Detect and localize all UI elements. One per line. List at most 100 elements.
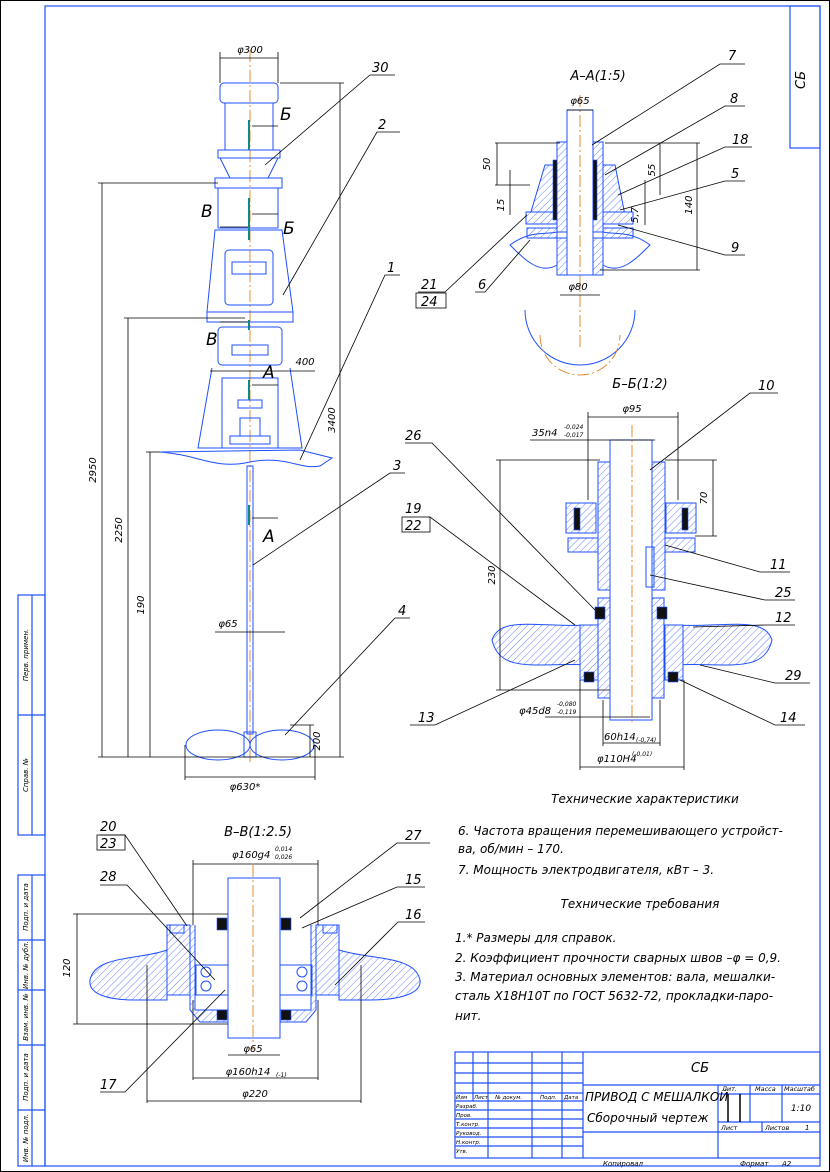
note-line: 2. Коэффициент прочности сварных швов –φ… <box>455 951 781 965</box>
callout-2: 2 <box>378 118 386 133</box>
callout-8: 8 <box>730 92 738 107</box>
callout-20: 20 <box>100 820 117 835</box>
strip-label: Инв. № дубл. <box>22 941 30 989</box>
tb-format-label: Формат <box>740 1160 769 1168</box>
strip-label: Справ. № <box>22 758 30 792</box>
callout-17: 17 <box>100 1078 117 1093</box>
strip-label: Подп. и дата <box>22 883 30 931</box>
dim-d300: φ300 <box>237 45 263 56</box>
note-line: нит. <box>455 1009 481 1023</box>
dim-45d8: φ45d8 <box>519 706 551 717</box>
dim-2250: 2250 <box>114 517 125 542</box>
callout-12: 12 <box>775 611 792 626</box>
section-title: В–В(1:2.5) <box>224 825 292 840</box>
callout-3: 3 <box>393 459 401 474</box>
callout-25: 25 <box>775 586 792 601</box>
callout-28: 28 <box>100 870 117 885</box>
dim-5-7: 5,7 <box>630 206 641 223</box>
note-line: 3. Материал основных элементов: вала, ме… <box>455 970 775 984</box>
dim-110H4: φ110H4 <box>597 754 637 765</box>
document-subtitle: Сборочный чертеж <box>587 1111 709 1125</box>
corner-code: СБ <box>794 71 809 89</box>
section-mark-a: А <box>262 527 275 547</box>
callout-27: 27 <box>405 829 422 844</box>
note-line: сталь Х18Н10Т по ГОСТ 5632-72, прокладки… <box>455 989 773 1003</box>
tb-header: Подп. <box>540 1095 557 1101</box>
strip-label: Подп. и дата <box>22 1053 30 1101</box>
callout-15: 15 <box>405 873 422 888</box>
note-line: 7. Мощность электродвигателя, кВт – 3. <box>458 863 714 877</box>
document-title: ПРИВОД С МЕШАЛКОЙ <box>585 1089 728 1104</box>
section-mark-a: А <box>262 363 275 383</box>
callout-23: 23 <box>100 837 117 852</box>
dim-2950: 2950 <box>88 457 99 482</box>
callout-5: 5 <box>731 167 739 182</box>
tb-copied: Копировал <box>603 1160 644 1168</box>
callout-11: 11 <box>770 558 787 573</box>
dim-45d8-tol: -0,080 <box>557 701 577 708</box>
callout-7: 7 <box>728 49 737 64</box>
callout-10: 10 <box>758 379 775 394</box>
tb-header: Лист <box>473 1095 489 1101</box>
tb-format: A2 <box>781 1160 792 1168</box>
dim-160h14-tol: (-1) <box>276 1072 287 1079</box>
technical-notes: Технические характеристики 6. Частота вр… <box>455 792 783 1023</box>
callout-14: 14 <box>780 711 797 726</box>
dim-400: 400 <box>295 357 314 368</box>
dim-160g4-tol: 0,026 <box>275 854 292 861</box>
section-mark-v: В <box>206 330 218 350</box>
note-line: 1.* Размеры для справок. <box>455 931 616 945</box>
callout-24: 24 <box>421 295 438 310</box>
strip-label: Взам. инв. № <box>22 993 30 1041</box>
dim-55: 55 <box>647 164 658 177</box>
tb-mass-label: Масса <box>755 1085 776 1093</box>
callout-26: 26 <box>405 429 422 444</box>
callout-1: 1 <box>387 261 395 276</box>
note-line: 6. Частота вращения перемешивающего устр… <box>458 824 783 838</box>
tb-role: Пров. <box>456 1113 472 1119</box>
requirements-title: Технические требования <box>561 897 720 911</box>
tb-header: № докум. <box>494 1095 522 1101</box>
callout-9: 9 <box>731 241 739 256</box>
tb-role: Т.контр. <box>456 1122 480 1128</box>
section-a-a: А–А(1:5) φ65 φ80 50 15 55 5,7 140 <box>415 49 752 376</box>
tb-sheet-label: Лист <box>720 1124 738 1132</box>
dim-190: 190 <box>136 595 147 614</box>
dim-35n4-tol: -0,024 <box>564 424 584 431</box>
tb-role: Н.контр. <box>456 1140 481 1146</box>
callout-6: 6 <box>478 278 486 293</box>
dim-230: 230 <box>487 565 498 584</box>
document-code: СБ <box>691 1061 709 1076</box>
dim-140: 140 <box>684 195 695 214</box>
tb-role: Утв. <box>456 1149 468 1155</box>
dim-160h14: φ160h14 <box>226 1067 271 1078</box>
dim-50: 50 <box>482 158 493 171</box>
dim-d80: φ80 <box>568 282 587 293</box>
tb-role: Разраб. <box>456 1104 478 1110</box>
callout-18: 18 <box>732 133 749 148</box>
dim-d220: φ220 <box>242 1089 268 1100</box>
section-title: Б–Б(1:2) <box>612 377 667 392</box>
callout-30: 30 <box>372 61 389 76</box>
dim-60h14: 60h14 <box>604 732 636 743</box>
dim-160g4: φ160g4 <box>232 850 270 861</box>
strip-label: Перв. примен. <box>22 629 30 682</box>
tb-lit-label: Лит. <box>721 1085 737 1093</box>
dim-45d8-tol: -0,119 <box>557 709 577 716</box>
section-mark-v: В <box>201 202 213 222</box>
section-mark-b: Б <box>280 105 292 125</box>
dim-160g4-tol: 0,014 <box>275 846 292 853</box>
tb-role: Руковод. <box>456 1131 482 1137</box>
section-title: А–А(1:5) <box>569 69 625 84</box>
section-v-v: В–В(1:2.5) φ160g4 0,014 0,026 120 φ65 φ1… <box>62 820 430 1103</box>
callout-16: 16 <box>405 908 422 923</box>
dim-d65: φ65 <box>570 96 589 107</box>
strip-label: Инв. № подл. <box>22 1114 30 1162</box>
dim-35n4: 35n4 <box>532 428 557 439</box>
dim-120: 120 <box>62 958 73 977</box>
dim-110H4-tol: (-0,01) <box>632 751 652 758</box>
dim-35n4-tol: -0,017 <box>564 432 584 439</box>
callout-22: 22 <box>405 519 422 534</box>
main-view: Б Б В В А А φ300 2950 2250 190 3400 400 … <box>88 45 410 793</box>
